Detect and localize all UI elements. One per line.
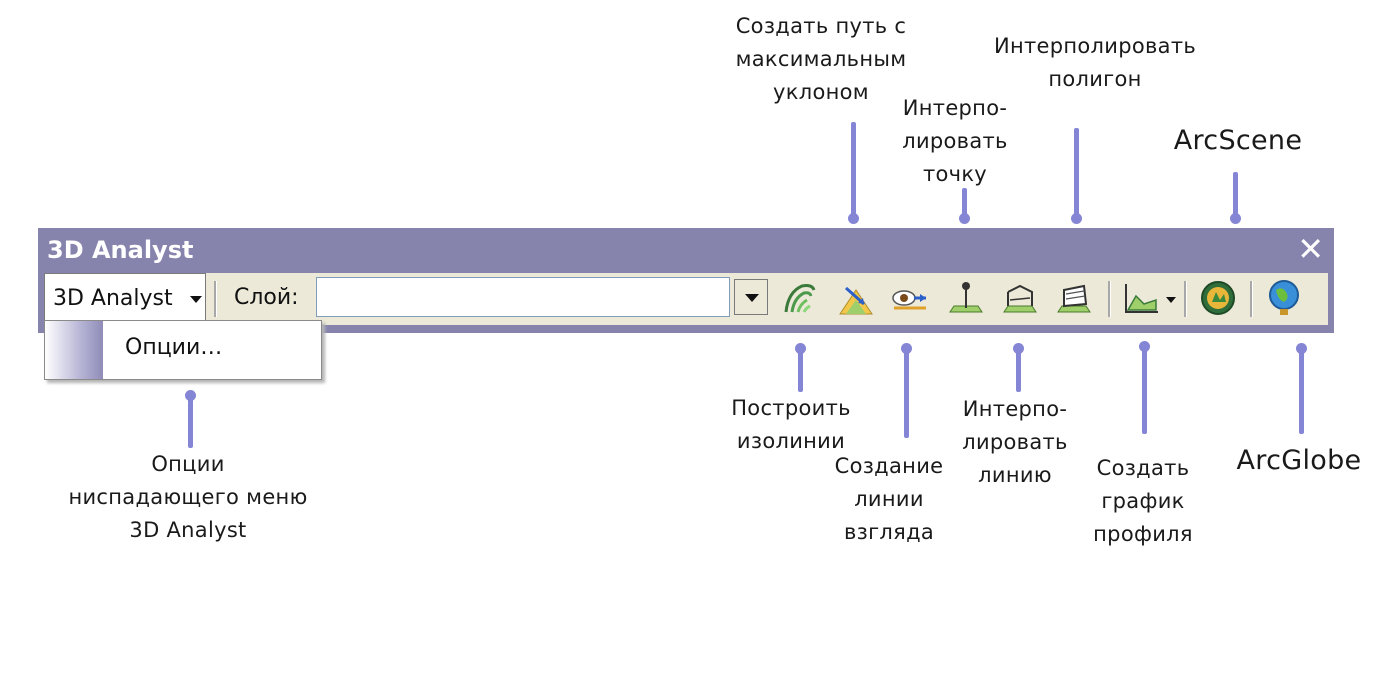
callout-line: лировать <box>962 430 1068 454</box>
leader-dot <box>1230 213 1241 224</box>
leader-dot <box>848 213 859 224</box>
leader-line <box>1074 128 1079 218</box>
layer-select[interactable] <box>316 277 730 317</box>
interpolate-polygon-icon[interactable] <box>1054 278 1094 318</box>
callout-line: ниспадающего меню <box>68 485 308 509</box>
options-dropdown-menu: Опции… <box>44 320 322 380</box>
leader-dot <box>185 390 196 401</box>
callout-steepest-path: Создать путь с максимальным уклоном <box>718 10 924 109</box>
leader-line <box>1016 348 1021 392</box>
callout-arcscene: ArcScene <box>1173 125 1303 156</box>
leader-line <box>1233 172 1238 218</box>
callout-line: Опции <box>151 452 225 476</box>
tool-row: 3D Analyst Слой: <box>44 273 1328 325</box>
window-title: 3D Analyst <box>47 236 194 264</box>
callout-line: уклоном <box>773 80 869 104</box>
contour-icon[interactable] <box>780 278 820 318</box>
callout-line: лировать <box>902 129 1008 153</box>
callout-line: профиля <box>1093 522 1193 546</box>
callout-interpolate-polygon: Интерполировать полигон <box>970 30 1220 96</box>
chevron-down-icon <box>190 296 202 303</box>
profile-graph-icon[interactable] <box>1122 278 1162 318</box>
callout-line: линии <box>854 487 924 511</box>
close-icon[interactable]: ✕ <box>1297 230 1324 268</box>
callout-line: 3D Analyst <box>129 518 247 542</box>
separator <box>214 281 217 317</box>
leader-dot <box>1071 213 1082 224</box>
callout-line: Интерпо- <box>962 397 1068 421</box>
callout-line: линию <box>978 463 1052 487</box>
callout-line: Создать путь с <box>735 14 907 38</box>
callout-line: Интерпо- <box>902 96 1008 120</box>
leader-dot <box>959 213 970 224</box>
callout-line: Построить <box>731 396 851 420</box>
callout-interpolate-line: Интерпо- лировать линию <box>940 393 1090 492</box>
callout-line: график <box>1101 489 1185 513</box>
callout-line: Создать <box>1096 456 1190 480</box>
line-of-sight-icon[interactable] <box>890 278 930 318</box>
leader-line <box>798 348 803 392</box>
analyst-menu-button[interactable]: 3D Analyst <box>44 273 206 323</box>
separator <box>1250 281 1253 317</box>
callout-line: полигон <box>1048 67 1142 91</box>
callout-line: Интерполировать <box>993 34 1197 58</box>
menu-button-label: 3D Analyst <box>53 286 173 311</box>
leader-line <box>188 396 193 448</box>
layer-dropdown-button[interactable] <box>734 279 768 315</box>
callout-options-menu: Опции ниспадающего меню 3D Analyst <box>56 448 320 547</box>
chevron-down-icon[interactable] <box>1166 297 1176 303</box>
steepest-path-icon[interactable] <box>836 278 876 318</box>
arcglobe-icon[interactable] <box>1264 278 1304 318</box>
callout-line: точку <box>922 162 988 186</box>
chevron-down-icon <box>745 294 759 302</box>
callout-line: взгляда <box>843 520 935 544</box>
menu-gutter <box>45 321 103 379</box>
leader-line <box>1142 346 1147 434</box>
separator <box>1184 281 1187 317</box>
callout-line-of-sight: Создание линии взгляда <box>826 450 952 549</box>
callout-interpolate-point: Интерпо- лировать точку <box>890 92 1020 191</box>
leader-line <box>904 348 909 438</box>
layer-label: Слой: <box>234 285 299 310</box>
leader-line <box>962 188 967 218</box>
interpolate-line-icon[interactable] <box>1000 278 1040 318</box>
title-bar[interactable]: 3D Analyst ✕ <box>38 228 1334 270</box>
leader-line <box>851 122 856 218</box>
separator <box>1108 281 1111 317</box>
callout-line: Создание <box>834 454 944 478</box>
callout-profile-graph: Создать график профиля <box>1080 452 1206 551</box>
menu-item-options[interactable]: Опции… <box>125 335 223 360</box>
callout-line: максимальным <box>735 47 907 71</box>
toolbar-window: 3D Analyst ✕ 3D Analyst Слой: <box>38 228 1334 333</box>
callout-line: изолинии <box>736 429 846 453</box>
leader-line <box>1299 348 1304 434</box>
callout-arcglobe: ArcGlobe <box>1236 445 1362 476</box>
callout-contour: Построить изолинии <box>716 392 866 458</box>
arcscene-icon[interactable] <box>1198 278 1238 318</box>
interpolate-point-icon[interactable] <box>946 278 986 318</box>
